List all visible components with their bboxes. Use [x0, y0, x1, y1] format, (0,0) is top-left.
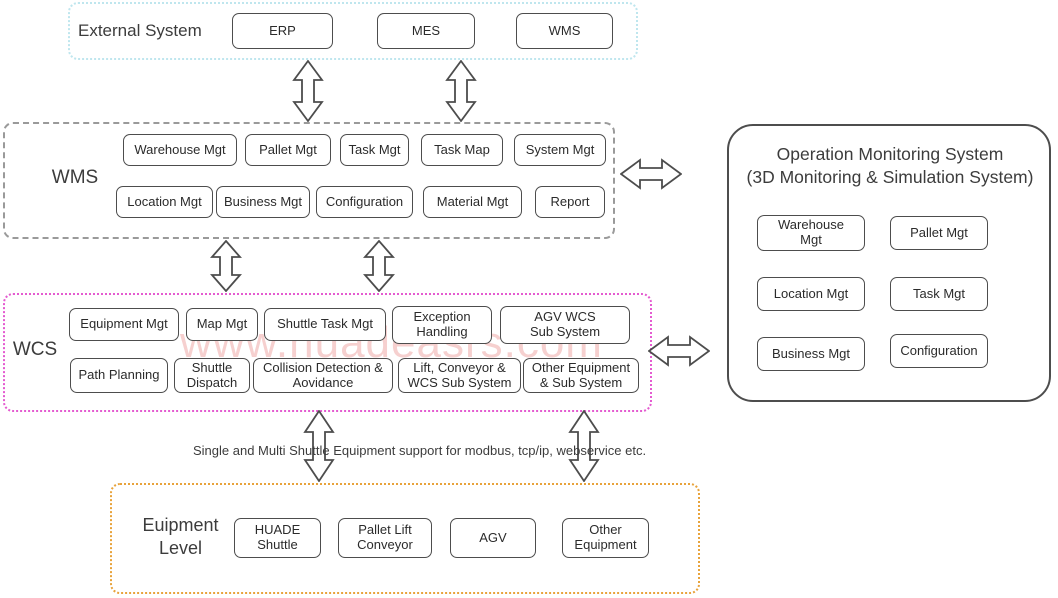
connector-wms-to-monitoring — [620, 158, 682, 190]
equipment-box-huade-shuttle[interactable]: HUADE Shuttle — [234, 518, 321, 558]
monitoring-box-pallet-mgt[interactable]: Pallet Mgt — [890, 216, 988, 250]
equipment-box-agv[interactable]: AGV — [450, 518, 536, 558]
wms-label: WMS — [51, 167, 99, 188]
protocol-note: Single and Multi Shuttle Equipment suppo… — [193, 443, 647, 458]
external-box-mes[interactable]: MES — [377, 13, 475, 49]
external-box-erp[interactable]: ERP — [232, 13, 333, 49]
monitoring-box-task-mgt[interactable]: Task Mgt — [890, 277, 988, 311]
equipment-level-label: Euipment Level — [142, 515, 219, 558]
wcs-box-lift-conveyor[interactable]: Lift, Conveyor & WCS Sub System — [398, 358, 521, 393]
external-system-container — [68, 2, 638, 60]
connector-external-to-wms-right — [445, 60, 477, 122]
wcs-box-path-planning[interactable]: Path Planning — [70, 358, 168, 393]
wcs-box-map-mgt[interactable]: Map Mgt — [186, 308, 258, 341]
connector-wcs-to-equipment-left — [303, 410, 335, 482]
wms-box-task-map[interactable]: Task Map — [421, 134, 503, 166]
wms-box-business-mgt[interactable]: Business Mgt — [216, 186, 310, 218]
wms-container — [3, 122, 615, 239]
connector-wms-to-wcs-left — [210, 240, 242, 292]
wcs-box-collision-detection[interactable]: Collision Detection & Aovidance — [253, 358, 393, 393]
wcs-label: WCS — [12, 339, 58, 360]
wcs-box-shuttle-task-mgt[interactable]: Shuttle Task Mgt — [264, 308, 386, 341]
wms-box-system-mgt[interactable]: System Mgt — [514, 134, 606, 166]
equipment-box-pallet-lift-conveyor[interactable]: Pallet Lift Conveyor — [338, 518, 432, 558]
external-box-wms[interactable]: WMS — [516, 13, 613, 49]
monitoring-box-location-mgt[interactable]: Location Mgt — [757, 277, 865, 311]
monitoring-panel-title: Operation Monitoring System (3D Monitori… — [746, 144, 1034, 188]
wcs-box-shuttle-dispatch[interactable]: Shuttle Dispatch — [174, 358, 250, 393]
monitoring-box-warehouse-mgt[interactable]: Warehouse Mgt — [757, 215, 865, 251]
wcs-box-agv-wcs-sub-system[interactable]: AGV WCS Sub System — [500, 306, 630, 344]
wcs-box-equipment-mgt[interactable]: Equipment Mgt — [69, 308, 179, 341]
connector-wcs-to-monitoring — [648, 335, 710, 367]
equipment-level-container — [110, 483, 700, 594]
wms-box-configuration[interactable]: Configuration — [316, 186, 413, 218]
connector-wcs-to-equipment-right — [568, 410, 600, 482]
monitoring-box-business-mgt[interactable]: Business Mgt — [757, 337, 865, 371]
wms-box-task-mgt[interactable]: Task Mgt — [340, 134, 409, 166]
wms-box-warehouse-mgt[interactable]: Warehouse Mgt — [123, 134, 237, 166]
wms-box-pallet-mgt[interactable]: Pallet Mgt — [245, 134, 331, 166]
equipment-box-other-equipment[interactable]: Other Equipment — [562, 518, 649, 558]
external-system-label: External System — [78, 21, 202, 40]
wcs-box-other-equipment[interactable]: Other Equipment & Sub System — [523, 358, 639, 393]
connector-external-to-wms-left — [292, 60, 324, 122]
monitoring-box-configuration[interactable]: Configuration — [890, 334, 988, 368]
wms-box-material-mgt[interactable]: Material Mgt — [423, 186, 522, 218]
connector-wms-to-wcs-right — [363, 240, 395, 292]
wcs-box-exception-handling[interactable]: Exception Handling — [392, 306, 492, 344]
wms-box-location-mgt[interactable]: Location Mgt — [116, 186, 213, 218]
wms-box-report[interactable]: Report — [535, 186, 605, 218]
